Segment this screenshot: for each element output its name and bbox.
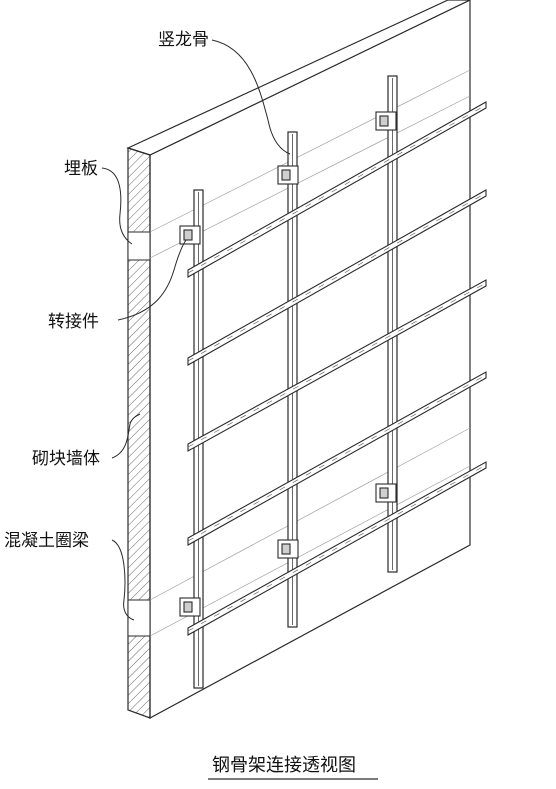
label-block-wall: 砌块墙体	[32, 449, 100, 469]
horizontal-rail-2	[187, 189, 487, 366]
block-wall	[126, 0, 471, 720]
wall-section-embed-band-top	[127, 231, 151, 261]
leader-adapter	[117, 239, 187, 321]
adapter-bracket-top-mid	[277, 165, 299, 185]
label-embed-plate: 埋板	[64, 159, 98, 179]
leader-ring-beam	[111, 539, 135, 621]
horizontal-rail-1	[187, 101, 487, 278]
leader-embed-plate	[101, 167, 133, 245]
leader-block-wall	[111, 413, 141, 459]
horizontal-rail-3	[187, 279, 487, 452]
adapter-bracket-top-left	[179, 225, 201, 245]
leader-lines	[101, 39, 291, 621]
wall-section-ring-beam-band	[127, 599, 151, 637]
wall-section-hatch	[127, 147, 151, 719]
adapter-bracket-top-right	[375, 111, 397, 131]
leader-vertical-keel	[211, 39, 291, 155]
adapter-bracket-bottom-left	[179, 597, 201, 617]
adapter-bracket-bottom-right	[375, 483, 397, 503]
diagram-caption: 钢骨架连接透视图	[212, 755, 356, 776]
label-adapter: 转接件	[48, 312, 99, 332]
horizontal-rail-5	[187, 461, 487, 636]
adapter-bracket-bottom-mid	[277, 539, 299, 559]
adapter-brackets	[179, 111, 397, 617]
label-vertical-keel: 竖龙骨	[158, 30, 209, 50]
horizontal-rail-4	[187, 371, 487, 546]
horizontal-rails	[187, 101, 487, 636]
label-ring-beam: 混凝土圈梁	[4, 531, 89, 551]
